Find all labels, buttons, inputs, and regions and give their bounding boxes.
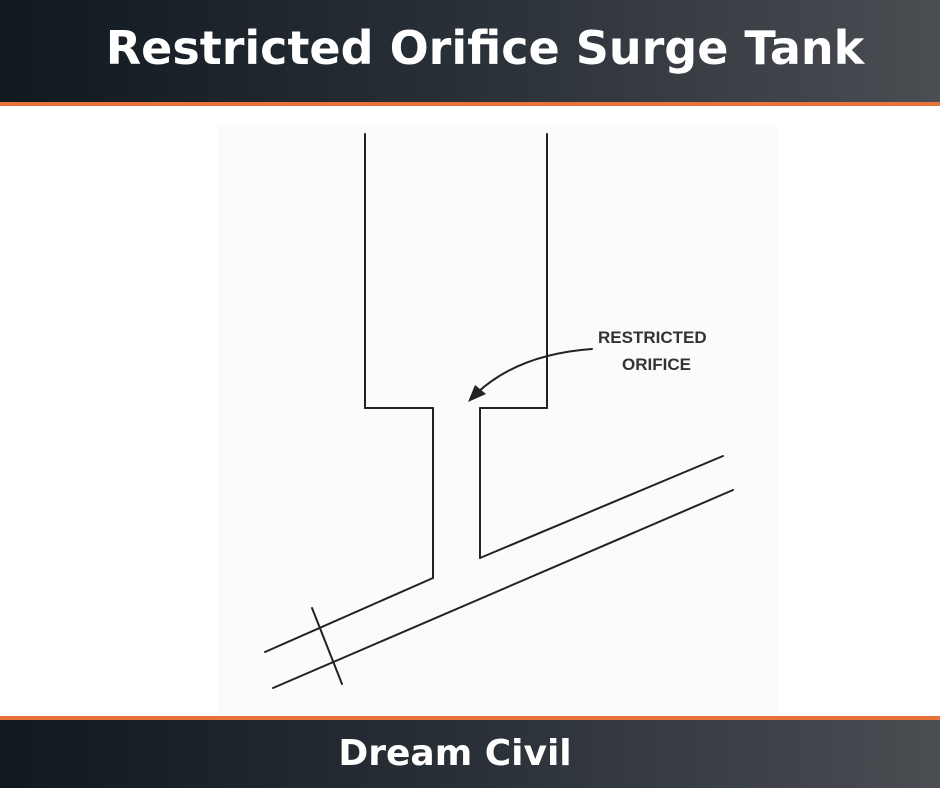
brand-name: Dream Civil: [338, 733, 572, 774]
pipe-lower-wall: [272, 489, 734, 689]
orifice-label-line1: RESTRICTED: [598, 328, 707, 347]
diagram-area: RESTRICTED ORIFICE: [0, 106, 940, 716]
header-accent-line: [0, 102, 940, 106]
page-title: Restricted Orifice Surge Tank: [105, 21, 865, 75]
title-banner: Restricted Orifice Surge Tank: [0, 0, 940, 102]
diagram-panel: [218, 124, 778, 714]
footer-banner: Dream Civil: [0, 720, 940, 788]
orifice-pointer-curve: [477, 348, 593, 393]
surge-tank-diagram: RESTRICTED ORIFICE: [264, 133, 734, 689]
orifice-arrowhead: [468, 385, 486, 402]
pipe-upper-left: [264, 577, 434, 653]
pipe-break-line: [311, 607, 343, 685]
pipe-upper-right: [479, 455, 724, 559]
orifice-label-line2: ORIFICE: [622, 355, 691, 374]
footer-accent-line: [0, 716, 940, 720]
